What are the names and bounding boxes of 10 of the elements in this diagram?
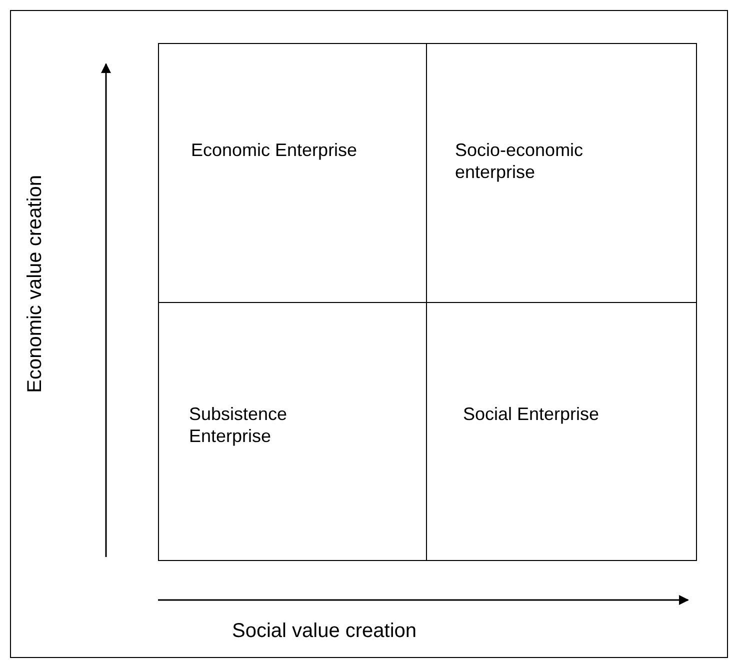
quadrant-label: Social Enterprise [463,403,600,425]
quadrant-cell [158,302,428,561]
quadrant-cell [158,43,428,304]
quadrant-label: Socio-economic enterprise [455,139,584,183]
axis-label: Social value creation [232,620,417,643]
quadrant-label: Subsistence Enterprise [189,403,288,447]
quadrant-cell [426,302,697,561]
axis-label: Economic value creation [24,175,47,393]
quadrant-cell [426,43,697,304]
quadrant-label: Economic Enterprise [191,139,358,161]
